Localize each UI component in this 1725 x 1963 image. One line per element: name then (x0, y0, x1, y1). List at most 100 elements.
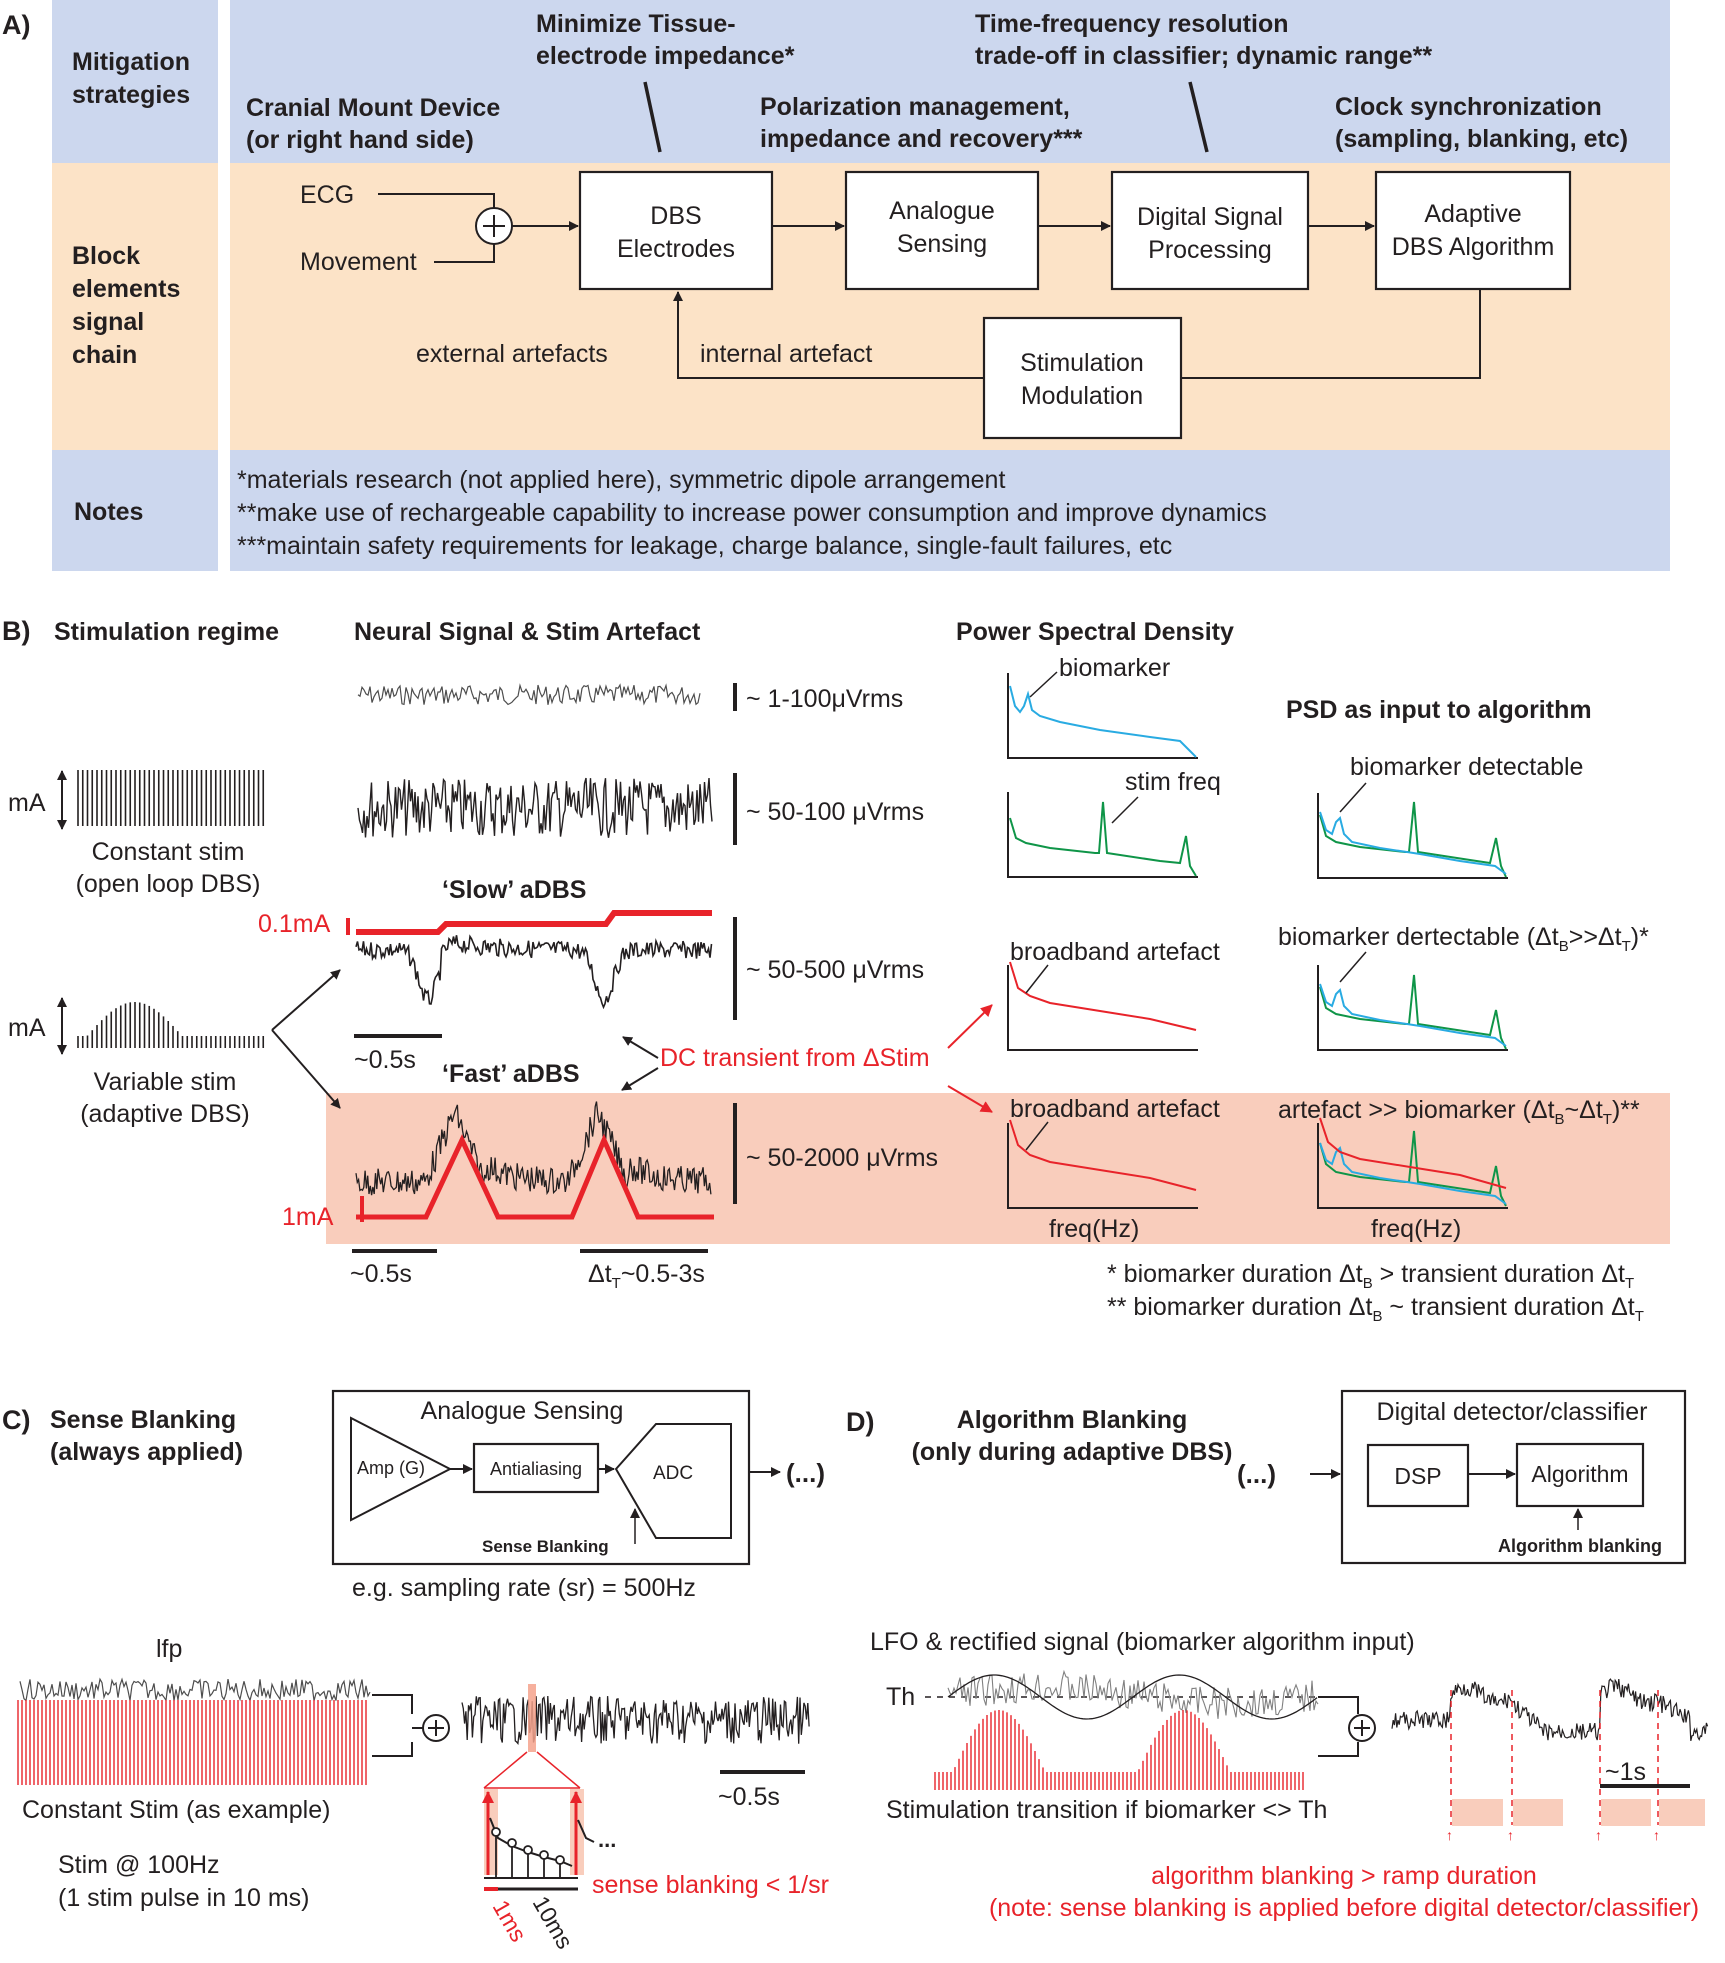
adaptive-box-text-1: Adaptive (1424, 200, 1521, 228)
algo-tick-1: ↑ (1446, 1827, 1453, 1843)
digital-detector-title: Digital detector/classifier (1377, 1398, 1648, 1426)
amp-label-3: ~ 50-500 μVrms (746, 956, 924, 984)
dsp-box-text-2: Processing (1148, 236, 1272, 264)
strategy-tissue-2: electrode impedance* (536, 42, 795, 70)
continuation-dots-c: (...) (786, 1458, 825, 1488)
psd2-axes (1007, 792, 1198, 878)
neural-trace-constant (357, 777, 713, 838)
decay-sample-point (491, 1827, 501, 1837)
strategy-clock-2: (sampling, blanking, etc) (1335, 125, 1628, 153)
psd-plots: biomarker stim freq broadband artefact b… (1007, 654, 1649, 1243)
stim-wire (372, 1742, 413, 1757)
notes-row-bg-left (52, 450, 218, 571)
sense-blanking-example: lfp Constant Stim (as example) Stim @ 10… (17, 1635, 829, 1953)
fast-stim-red-line (356, 1133, 714, 1220)
notes-row-bg-right (230, 450, 1670, 571)
panel-label-a: A) (2, 10, 31, 40)
strategy-cranial-2: (or right hand side) (246, 126, 474, 154)
note-3: ***maintain safety requirements for leak… (237, 532, 1172, 560)
panel-b-footnotes: * biomarker duration ΔtB > transient dur… (1107, 1260, 1644, 1325)
strategy-cranial-1: Cranial Mount Device (246, 94, 500, 122)
psd3-axes (1007, 965, 1198, 1051)
lfo-noise-trace (947, 1669, 1319, 1719)
lfp-trace (19, 1677, 371, 1703)
algorithm-box (1515, 1442, 1645, 1508)
zoom-next-decay (577, 1819, 595, 1843)
psd-broadband-label-2: broadband artefact (1010, 1095, 1220, 1123)
stim-d-wire (1318, 1742, 1359, 1757)
row-label-notes: Notes (74, 498, 143, 526)
rectified-signal-trace (1391, 1678, 1709, 1741)
psd-detectable-pointer (1339, 782, 1367, 813)
psd4-red-curve (1009, 1119, 1197, 1191)
antialiasing-label: Antialiasing (490, 1459, 582, 1479)
variable-stim: mA Variable stim (adaptive DBS) (8, 969, 341, 1128)
constant-stim-train (77, 770, 265, 826)
psd1-blue-curve (1009, 685, 1197, 758)
feedback-stim-to-dbs (673, 291, 984, 379)
ma-label-variable: mA (8, 1014, 46, 1042)
psd-biomarker-label: biomarker (1059, 654, 1170, 682)
chain-ecg-label: ECG (300, 181, 354, 209)
scale-label-d: ~1s (1605, 1758, 1646, 1786)
strategy-clock-1: Clock synchronization (1335, 93, 1602, 121)
notes-list: *materials research (not applied here), … (237, 466, 1267, 560)
variable-stim-label-2: (adaptive DBS) (80, 1100, 250, 1128)
psdin2-blue-curve (1319, 983, 1507, 1047)
sense-blanking-title-2: (always applied) (50, 1438, 243, 1466)
strategy-timefreq-1: Time-frequency resolution (975, 10, 1289, 38)
psd4-axes (1007, 1123, 1198, 1209)
psdin3-axes (1317, 1123, 1508, 1209)
psd-artefact-label: artefact >> biomarker (ΔtB~ΔtT)** (1278, 1096, 1640, 1128)
chain-movement-label: Movement (300, 248, 417, 276)
continuation-dots-d: (...) (1237, 1459, 1276, 1489)
decay-samples (491, 1827, 565, 1877)
slow-scale-label: ~0.5s (354, 1046, 416, 1074)
header-neural-signal: Neural Signal & Stim Artefact (354, 618, 701, 646)
constant-stim-example-label: Constant Stim (as example) (22, 1796, 330, 1824)
ma-label-constant: mA (8, 789, 46, 817)
slow-adbs-label: ‘Slow’ aDBS (442, 876, 586, 904)
zoom-line-left (483, 1751, 528, 1789)
psdin2-green-curve (1319, 974, 1507, 1050)
lfo-wire (1318, 1696, 1359, 1714)
neural-trace-baseline (357, 683, 701, 706)
psdin1-axes (1317, 793, 1508, 879)
neural-traces: ‘Slow’ aDBS 0.1mA ~0.5s ‘Fast’ aDBS 1mA … (258, 683, 993, 1292)
analogue-sensing-title: Analogue Sensing (421, 1397, 624, 1425)
constant-stim-pulse-train (17, 1700, 367, 1785)
psd-freq-label-2: freq(Hz) (1371, 1215, 1461, 1243)
algorithm-blanking-example: LFO & rectified signal (biomarker algori… (870, 1628, 1709, 1922)
internal-artefact-label: internal artefact (700, 340, 872, 368)
psd3-red-curve (1009, 961, 1197, 1031)
amp-label-2: ~ 50-100 μVrms (746, 798, 924, 826)
lfo-label: LFO & rectified signal (biomarker algori… (870, 1628, 1415, 1656)
neural-trace-slow (355, 934, 713, 1010)
psd-stimfreq-pointer (1111, 796, 1139, 824)
row-label-mitigation-1: Mitigation (72, 48, 190, 76)
stim-rate-label-1: Stim @ 100Hz (58, 1851, 220, 1879)
constant-stim: mA Constant stim (open loop DBS) (8, 770, 265, 898)
algorithm-blanking-label: Algorithm blanking (1498, 1536, 1662, 1556)
algorithm-note-2: (note: sense blanking is applied before … (989, 1894, 1699, 1922)
sampling-rate-label: e.g. sampling rate (sr) = 500Hz (352, 1574, 696, 1602)
stim-box-text-2: Modulation (1021, 382, 1143, 410)
row-label-block-1: Block (72, 242, 140, 270)
psdin1-blue-curve (1319, 811, 1507, 875)
algo-blank-2 (1513, 1799, 1563, 1826)
algo-tick-4: ↑ (1653, 1827, 1660, 1843)
sense-blanking-note: sense blanking < 1/sr (592, 1871, 829, 1899)
stimulation-modulation-box (982, 316, 1183, 440)
algorithm-blanking-title-2: (only during adaptive DBS) (912, 1438, 1233, 1466)
fast-adbs-label: ‘Fast’ aDBS (442, 1060, 580, 1088)
header-stimulation-regime: Stimulation regime (54, 618, 279, 646)
block-row-bg-left (52, 163, 218, 450)
zoom-ellipsis: ... (598, 1827, 616, 1852)
note-2: **make use of rechargeable capability to… (237, 499, 1267, 527)
psd-detectable-label: biomarker detectable (1350, 753, 1583, 781)
neural-trace-fast (355, 1101, 712, 1196)
dsp-box-text-1: Digital Signal (1137, 203, 1283, 231)
row-label-block-2: elements (72, 275, 180, 303)
fast-amp-label: 1mA (282, 1203, 334, 1231)
